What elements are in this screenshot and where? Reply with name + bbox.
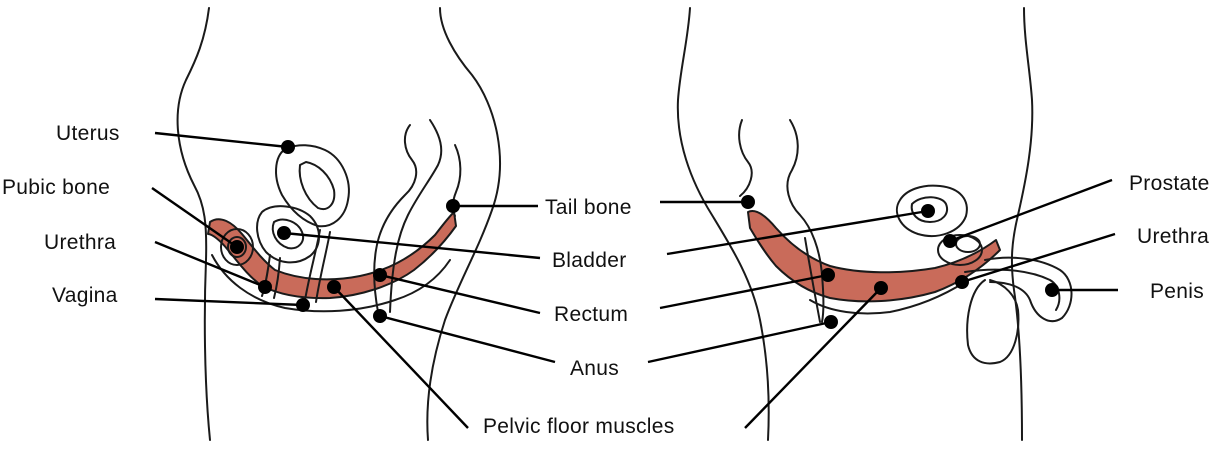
- female-uterus-inner: [298, 161, 336, 210]
- male-figure: [676, 7, 1073, 441]
- male-perineum-outline: [809, 281, 966, 315]
- label-bladder: Bladder: [552, 249, 626, 272]
- female-front-body-outline: [176, 7, 211, 441]
- dot-urethra-left: [258, 280, 272, 294]
- female-bladder-shape: [256, 205, 320, 264]
- female-rectum-shape: [373, 119, 443, 313]
- male-back-body-outline: [676, 7, 770, 441]
- leader-urethra-right: [961, 232, 1116, 284]
- female-uterus-shape: [275, 144, 350, 228]
- label-pubic-bone: Pubic bone: [2, 176, 110, 199]
- male-penis-shape: [984, 256, 1073, 323]
- label-anus: Anus: [570, 357, 619, 380]
- leader-lines: [151, 131, 1118, 429]
- label-uterus: Uterus: [56, 122, 120, 145]
- male-prostate-shape: [937, 234, 983, 266]
- leader-anus-left: [379, 314, 556, 364]
- female-pubic-bone-inner: [227, 236, 247, 258]
- dot-tail-bone-right: [741, 195, 755, 209]
- label-penis: Penis: [1150, 280, 1204, 303]
- female-figure: [176, 7, 501, 441]
- male-bladder-inner: [910, 196, 948, 223]
- leader-prostate: [949, 178, 1113, 243]
- male-front-body-outline: [1010, 7, 1034, 441]
- leader-pelvic-floor-left: [333, 286, 469, 429]
- dot-pelvic-floor-right: [874, 281, 888, 295]
- female-back-body-outline: [426, 7, 501, 441]
- dot-pubic-bone: [230, 240, 244, 254]
- dot-urethra-right: [955, 275, 969, 289]
- leader-rectum-right: [659, 273, 829, 310]
- dot-rectum-left: [373, 268, 387, 282]
- labels: Uterus Pubic bone Urethra Vagina Tail bo…: [2, 122, 1210, 438]
- leader-bladder-right: [666, 209, 929, 256]
- label-pelvic-floor-muscles: Pelvic floor muscles: [483, 415, 675, 438]
- male-scrotum-shape: [966, 279, 1020, 365]
- dot-pelvic-floor-left: [327, 280, 341, 294]
- leader-bladder-left: [283, 231, 541, 260]
- male-urethra-canal: [964, 268, 1061, 311]
- dot-anus-right: [824, 315, 838, 329]
- dot-tail-bone-left: [446, 199, 460, 213]
- female-bladder-inner: [271, 218, 304, 250]
- leader-uterus: [154, 131, 289, 149]
- dot-bladder-left: [277, 226, 291, 240]
- leader-pelvic-floor-right: [744, 287, 882, 429]
- label-urethra-right: Urethra: [1137, 225, 1209, 248]
- leader-urethra-left: [154, 240, 266, 289]
- dot-penis: [1045, 283, 1059, 297]
- label-urethra-left: Urethra: [44, 231, 116, 254]
- leader-pubic-bone: [151, 187, 238, 248]
- dot-uterus: [281, 140, 295, 154]
- marker-dots: [230, 140, 1059, 329]
- leader-vagina: [154, 297, 304, 307]
- male-bladder-shape: [895, 184, 968, 237]
- label-vagina: Vagina: [52, 284, 118, 307]
- dot-prostate: [943, 234, 957, 248]
- dot-rectum-right: [821, 268, 835, 282]
- female-pelvic-floor-muscle: [207, 211, 457, 300]
- leader-anus-right: [647, 320, 832, 364]
- female-pubic-bone-shape: [220, 228, 254, 266]
- label-prostate: Prostate: [1129, 172, 1210, 195]
- leader-rectum-left: [379, 273, 541, 315]
- dot-bladder-right: [921, 204, 935, 218]
- male-rectum-shape: [738, 119, 825, 323]
- label-tail-bone: Tail bone: [545, 196, 632, 219]
- dot-anus-left: [373, 309, 387, 323]
- label-rectum: Rectum: [554, 303, 628, 326]
- dot-vagina: [296, 298, 310, 312]
